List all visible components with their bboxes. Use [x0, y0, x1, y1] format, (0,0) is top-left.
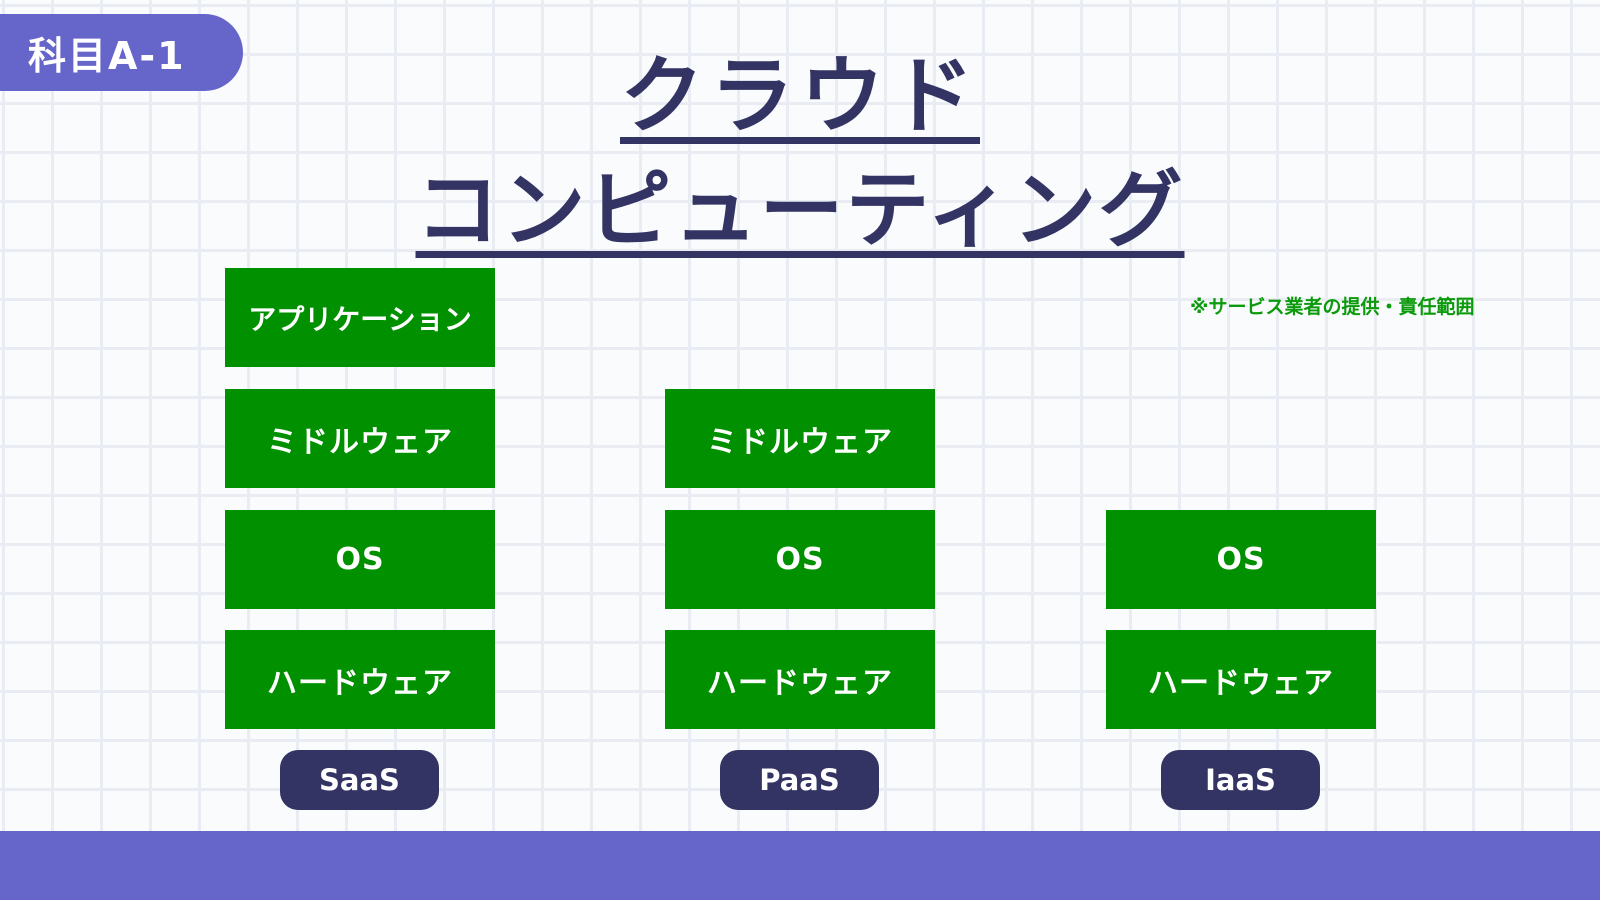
bottom-bar	[0, 831, 1600, 900]
subject-tag: 科目A-1	[0, 14, 243, 91]
paas-label: PaaS	[720, 750, 879, 810]
saas-layer-application: アプリケーション	[225, 268, 495, 367]
saas-layer-hardware: ハードウェア	[225, 630, 495, 729]
iaas-layer-hardware: ハードウェア	[1106, 630, 1376, 729]
paas-layer-middleware: ミドルウェア	[665, 389, 935, 488]
iaas-label: IaaS	[1161, 750, 1320, 810]
saas-label: SaaS	[280, 750, 439, 810]
page-title-line-1: クラウド	[619, 47, 980, 145]
paas-layer-hardware: ハードウェア	[665, 630, 935, 729]
iaas-layer-os: OS	[1106, 510, 1376, 609]
page-title-line-2: コンピューティング	[415, 161, 1185, 259]
saas-layer-os: OS	[225, 510, 495, 609]
paas-layer-os: OS	[665, 510, 935, 609]
saas-layer-middleware: ミドルウェア	[225, 389, 495, 488]
responsibility-note: ※サービス業者の提供・責任範囲	[1190, 296, 1475, 318]
